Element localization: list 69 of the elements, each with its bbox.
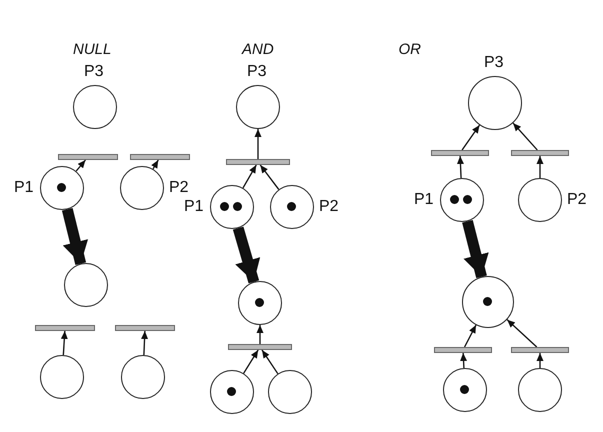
place-circle [440, 178, 484, 222]
place-circle [518, 368, 562, 412]
transition-bar [434, 347, 492, 353]
token-dot [226, 386, 236, 396]
transition-bar [115, 325, 175, 331]
arrow [456, 156, 464, 178]
arrow [460, 352, 468, 368]
place-circle [64, 263, 108, 307]
block-arrow [62, 208, 88, 265]
place-circle [120, 166, 164, 210]
token-dot [220, 202, 230, 211]
place-circle [443, 368, 487, 412]
column-title: OR [398, 41, 421, 59]
block-arrow [232, 226, 260, 284]
token-dot [460, 384, 469, 394]
transition-bar [511, 347, 569, 353]
place-circle [518, 178, 562, 222]
place-label: P2 [169, 179, 189, 197]
token-dot [463, 194, 472, 204]
arrow [512, 122, 538, 150]
transition-bar [226, 159, 290, 165]
place-circle [236, 85, 280, 129]
place-circle [40, 166, 84, 210]
arrow [464, 324, 477, 348]
place-circle [210, 185, 254, 229]
transition-bar [511, 150, 569, 156]
token-dot [233, 202, 242, 211]
transition-bar [35, 325, 95, 331]
block-arrow [462, 220, 489, 278]
arrow [256, 325, 264, 344]
arrow [141, 330, 148, 356]
place-circle [468, 76, 522, 130]
place-label: P1 [184, 198, 204, 216]
arrow [151, 160, 159, 170]
place-circle [121, 355, 165, 399]
arrow [536, 353, 544, 368]
transition-bar [130, 154, 190, 160]
place-circle [73, 85, 117, 129]
token-dot [286, 202, 296, 211]
place-label: P1 [14, 179, 34, 197]
arrow [261, 350, 278, 374]
arrow [260, 164, 280, 190]
token-dot [450, 194, 460, 204]
token-dot [254, 298, 264, 307]
column-title: NULL [73, 41, 112, 59]
place-label: P3 [484, 54, 504, 72]
place-label: P2 [319, 198, 339, 216]
place-circle [40, 355, 84, 399]
place-circle [238, 281, 282, 325]
arrow [536, 156, 544, 178]
arrow [254, 129, 262, 159]
place-circle [268, 370, 312, 414]
transition-bar [228, 344, 292, 350]
token-dot [482, 296, 492, 306]
place-circle [210, 370, 254, 414]
place-label: P2 [567, 191, 587, 209]
column-title: AND [242, 41, 274, 59]
arrow [506, 319, 538, 348]
place-label: P3 [247, 63, 267, 81]
place-circle [462, 276, 514, 328]
transition-bar [431, 150, 489, 156]
arrow [76, 160, 86, 172]
place-circle [270, 185, 314, 229]
place-label: P1 [414, 191, 434, 209]
token-dot [56, 182, 66, 192]
arrow [462, 124, 480, 150]
transition-bar [58, 154, 118, 160]
place-label: P3 [84, 63, 104, 81]
arrow [60, 330, 68, 356]
